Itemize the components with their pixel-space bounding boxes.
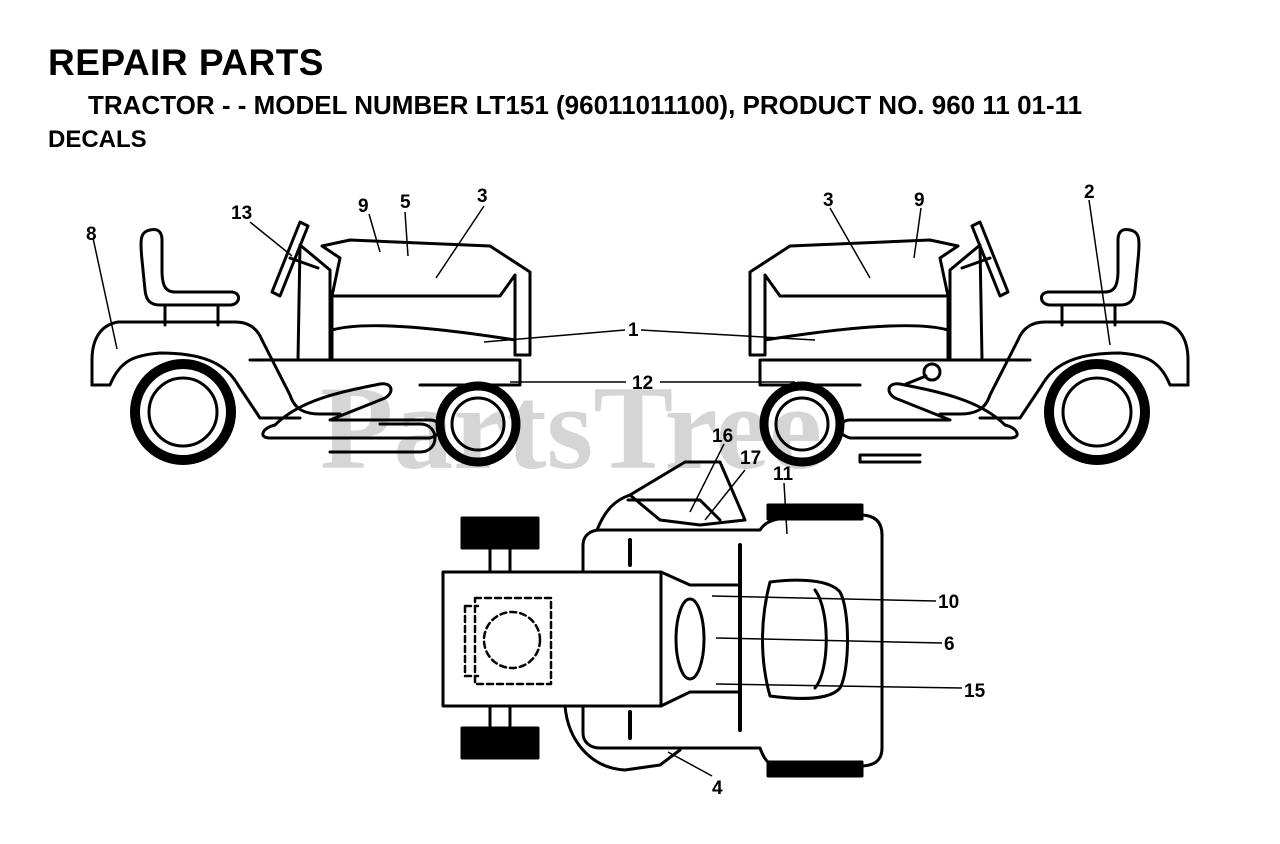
callout-3-left: 3 bbox=[477, 186, 488, 207]
callout-8: 8 bbox=[86, 224, 97, 245]
watermark: PartsTree bbox=[320, 361, 822, 494]
callout-15: 15 bbox=[964, 681, 986, 702]
callout-17: 17 bbox=[740, 448, 761, 469]
page-title: REPAIR PARTS bbox=[48, 42, 324, 83]
page-subtitle: TRACTOR - - MODEL NUMBER LT151 (96011011… bbox=[88, 90, 1083, 120]
callout-2: 2 bbox=[1084, 182, 1095, 203]
callout-5: 5 bbox=[400, 192, 411, 213]
callout-11: 11 bbox=[773, 464, 794, 485]
callout-numbers: 8 13 9 5 3 1 12 3 9 2 16 17 11 10 6 15 4 bbox=[86, 182, 1095, 799]
callout-12: 12 bbox=[632, 373, 653, 394]
callout-9-left: 9 bbox=[358, 196, 369, 217]
callout-3-right: 3 bbox=[823, 190, 834, 211]
callout-9-right: 9 bbox=[914, 190, 925, 211]
callout-leaders bbox=[92, 199, 1111, 777]
tractor-left-side-view bbox=[90, 220, 532, 467]
header: REPAIR PARTS TRACTOR - - MODEL NUMBER LT… bbox=[0, 0, 1280, 160]
tractor-right-side-view bbox=[748, 220, 1190, 467]
callout-1: 1 bbox=[628, 320, 639, 341]
callout-4: 4 bbox=[712, 778, 723, 799]
callout-10: 10 bbox=[938, 592, 959, 613]
tractor-top-view bbox=[441, 460, 884, 778]
section-title: DECALS bbox=[48, 126, 147, 153]
callout-16: 16 bbox=[712, 426, 733, 447]
callout-13: 13 bbox=[231, 203, 252, 224]
callout-6: 6 bbox=[944, 634, 955, 655]
